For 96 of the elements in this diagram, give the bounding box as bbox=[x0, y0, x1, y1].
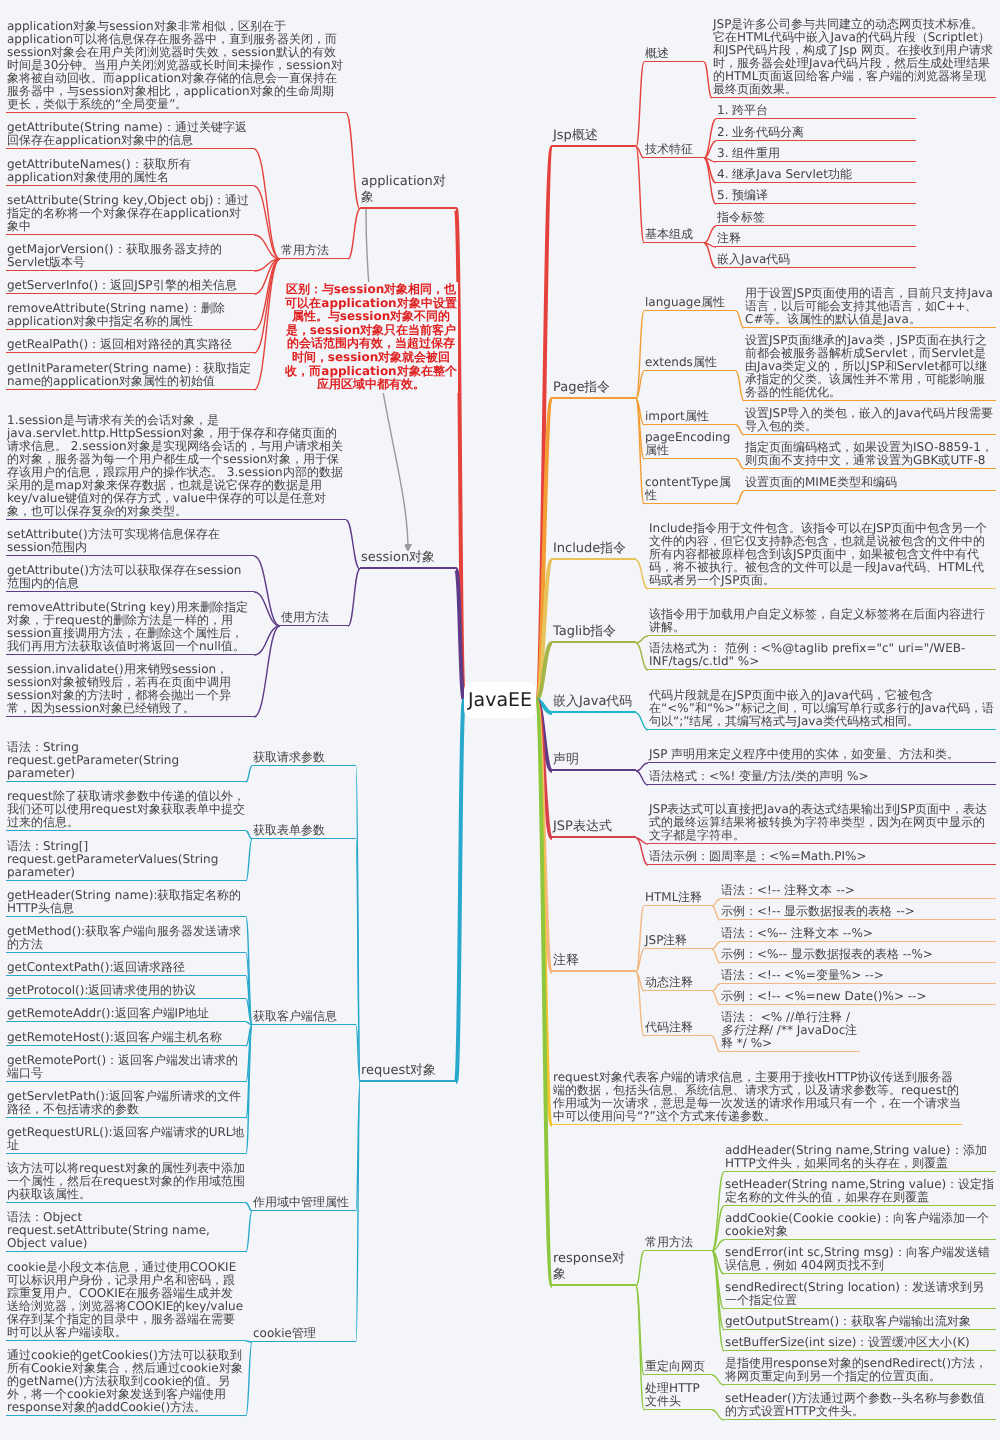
branch-line bbox=[635, 1250, 645, 1287]
branch-line bbox=[534, 699, 554, 973]
branch-line bbox=[253, 625, 281, 656]
branch-line bbox=[635, 642, 649, 671]
branch-line bbox=[253, 258, 281, 295]
branch-line bbox=[635, 310, 645, 400]
branch-line bbox=[711, 1205, 725, 1252]
branch-line bbox=[635, 398, 645, 426]
branch-line bbox=[711, 1250, 725, 1310]
branch-line bbox=[635, 146, 645, 159]
branch-line bbox=[711, 1171, 725, 1252]
branch-line bbox=[735, 310, 745, 329]
branch-line bbox=[735, 490, 745, 505]
branch-line bbox=[635, 635, 649, 644]
branch-line bbox=[711, 983, 721, 992]
branch-line bbox=[454, 699, 466, 1083]
branch-line bbox=[635, 971, 645, 992]
branch-line bbox=[635, 971, 645, 1037]
branch-line bbox=[703, 242, 717, 248]
branch-line bbox=[245, 952, 253, 1026]
branch-line bbox=[534, 558, 554, 702]
branch-line bbox=[245, 1021, 253, 1026]
branch-line bbox=[253, 258, 281, 391]
branch-line bbox=[454, 568, 466, 701]
branch-line bbox=[711, 1239, 725, 1252]
branch-line bbox=[345, 112, 361, 210]
branch-line bbox=[735, 458, 745, 470]
branch-line bbox=[711, 1374, 725, 1386]
branch-line bbox=[534, 698, 554, 840]
branch-line bbox=[711, 1250, 725, 1331]
branch-line bbox=[245, 1340, 253, 1343]
branch-line bbox=[635, 837, 649, 866]
branch-line bbox=[245, 998, 253, 1026]
branch-line bbox=[535, 698, 553, 715]
branch-line bbox=[253, 148, 281, 260]
branch-line bbox=[635, 837, 649, 845]
central-topic-box: JavaEE bbox=[464, 682, 536, 718]
branch-line bbox=[245, 1202, 253, 1212]
branch-line bbox=[635, 61, 645, 148]
branch-line bbox=[355, 1081, 361, 1212]
branch-line bbox=[703, 225, 717, 244]
branch-line bbox=[711, 1250, 725, 1275]
branch-line bbox=[635, 559, 649, 590]
branch-line bbox=[703, 157, 717, 163]
branch-line bbox=[245, 1024, 253, 1155]
branch-line bbox=[534, 699, 554, 1287]
branch-line bbox=[711, 905, 721, 921]
branch-line bbox=[347, 208, 361, 260]
branch-line bbox=[703, 157, 717, 205]
branch-line bbox=[711, 990, 721, 1006]
branch-line bbox=[253, 591, 281, 627]
branch-line bbox=[245, 830, 253, 840]
branch-line bbox=[711, 898, 721, 907]
branch-line bbox=[635, 770, 649, 786]
branch-line bbox=[635, 398, 645, 505]
branch-line bbox=[703, 157, 717, 184]
branch-line bbox=[253, 555, 281, 627]
branch-line bbox=[635, 146, 645, 244]
branch-line bbox=[735, 370, 745, 402]
branch-line bbox=[253, 185, 281, 260]
branch-line bbox=[703, 140, 717, 159]
branch-line bbox=[347, 568, 361, 627]
branch-line bbox=[534, 698, 554, 773]
branch-line bbox=[245, 838, 253, 882]
branch-line bbox=[635, 712, 649, 731]
branch-line bbox=[635, 905, 645, 973]
branch-line bbox=[245, 1024, 253, 1119]
branch-line bbox=[635, 948, 645, 973]
branch-line bbox=[735, 424, 745, 436]
branch-line bbox=[711, 941, 721, 950]
branch-line bbox=[711, 1250, 725, 1352]
branch-line bbox=[635, 1285, 645, 1376]
branch-line bbox=[635, 762, 649, 772]
branch-line bbox=[245, 1210, 253, 1253]
branch-line bbox=[245, 765, 253, 783]
branch-line bbox=[345, 519, 361, 570]
branch-line bbox=[703, 242, 717, 269]
branch-line bbox=[711, 1035, 721, 1053]
branch-line bbox=[355, 1081, 361, 1343]
branch-line bbox=[253, 258, 281, 331]
branch-line bbox=[245, 916, 253, 1026]
branch-line bbox=[703, 118, 717, 159]
branch-line bbox=[711, 948, 721, 964]
branch-line bbox=[245, 1341, 253, 1417]
branch-line bbox=[355, 1024, 361, 1083]
branch-line bbox=[703, 61, 713, 99]
branch-line bbox=[253, 258, 281, 272]
branch-line bbox=[635, 370, 645, 400]
branch-line bbox=[534, 641, 554, 702]
branch-line bbox=[635, 1285, 645, 1411]
branch-line bbox=[253, 625, 281, 718]
branch-line bbox=[253, 234, 281, 260]
branch-line bbox=[635, 398, 645, 460]
branch-line bbox=[245, 1024, 253, 1047]
branch-line bbox=[253, 258, 281, 354]
branch-line bbox=[711, 1409, 725, 1421]
